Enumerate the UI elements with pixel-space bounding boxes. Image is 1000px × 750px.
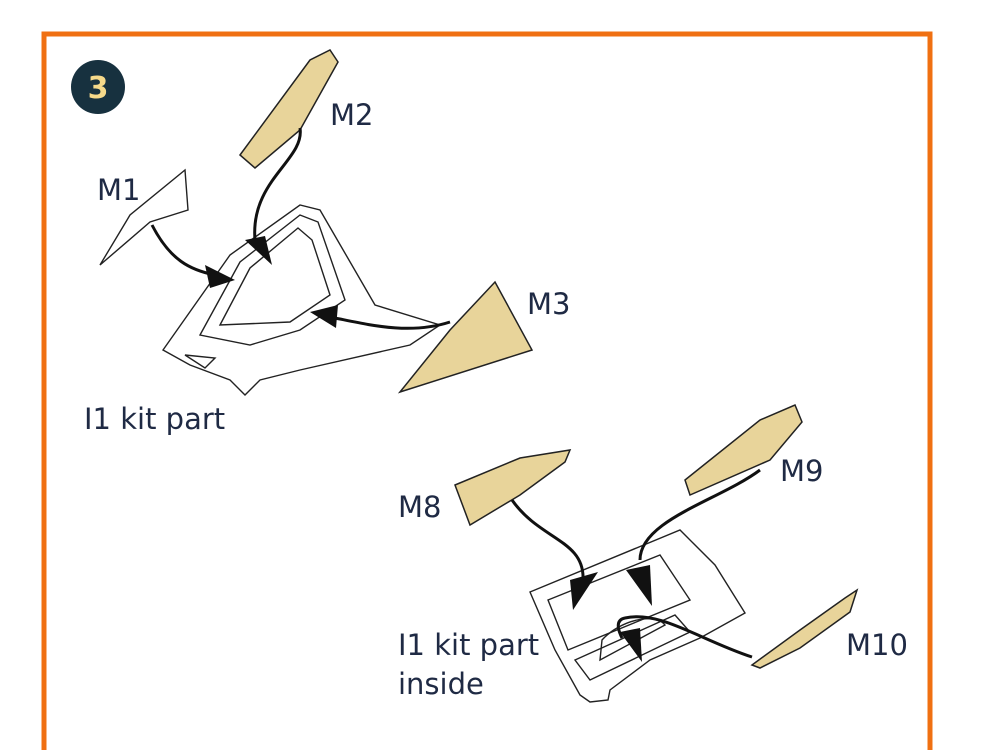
mask-m9 (684, 404, 803, 497)
label-m10: M10 (846, 628, 908, 662)
mask-m3 (397, 280, 534, 394)
arrow-m3 (310, 305, 451, 330)
label-kit-part-top: I1 kit part (84, 402, 225, 436)
label-m9: M9 (780, 454, 823, 488)
mask-m1 (99, 168, 189, 266)
label-m1: M1 (97, 173, 140, 207)
arrow-m2 (245, 127, 302, 265)
arrow-m10 (616, 615, 753, 662)
label-m8: M8 (398, 490, 441, 524)
mask-m2 (238, 49, 339, 169)
label-kit-part-bottom-line1: I1 kit part (398, 628, 539, 662)
label-kit-part-bottom-line2: inside (398, 667, 484, 701)
arrow-m1 (150, 224, 235, 288)
mask-m8 (454, 449, 572, 527)
step-number: 3 (88, 71, 109, 106)
step-frame (41, 31, 933, 750)
label-m3: M3 (527, 287, 570, 321)
step-badge: 3 (71, 60, 125, 114)
arrow-m9 (626, 468, 761, 606)
mask-m10 (750, 588, 859, 669)
label-m2: M2 (330, 98, 373, 132)
kit-part-i1-top (161, 204, 442, 396)
arrow-m8 (510, 499, 598, 610)
